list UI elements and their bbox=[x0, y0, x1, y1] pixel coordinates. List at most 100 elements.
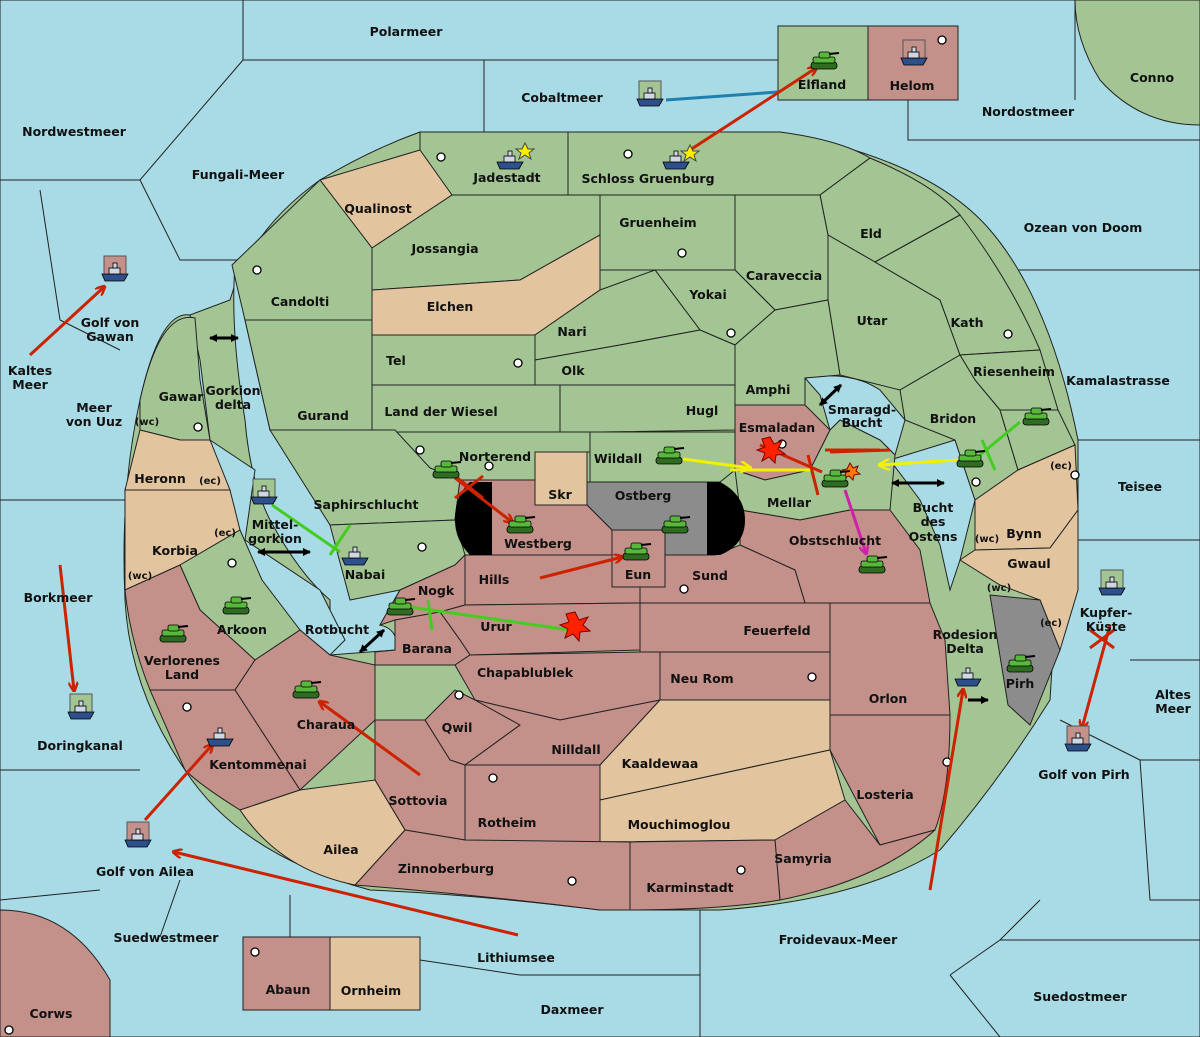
army-icon[interactable] bbox=[222, 596, 252, 615]
army-icon[interactable] bbox=[159, 624, 189, 643]
fleet-icon[interactable] bbox=[1064, 732, 1092, 752]
fleet-icon[interactable] bbox=[636, 87, 664, 107]
province-rotheim[interactable] bbox=[464, 764, 601, 843]
army-icon[interactable] bbox=[386, 597, 416, 616]
army-icon[interactable] bbox=[292, 680, 322, 699]
province-label: Amphi bbox=[746, 382, 791, 397]
province-heronn[interactable] bbox=[124, 429, 231, 491]
sea-label: Meer bbox=[76, 400, 112, 415]
army-icon[interactable] bbox=[956, 449, 986, 468]
province-label: Arkoon bbox=[217, 622, 267, 637]
province-gwaul[interactable] bbox=[959, 508, 1079, 652]
province-label: Hugl bbox=[686, 403, 719, 418]
coast-label: (wc) bbox=[128, 571, 152, 582]
province-label: Skr bbox=[548, 487, 572, 502]
army-icon[interactable] bbox=[506, 515, 536, 534]
province-urur[interactable] bbox=[439, 602, 641, 656]
province-ailea[interactable] bbox=[239, 779, 406, 886]
explosion-icon bbox=[840, 461, 862, 482]
sea-label: Kamalastrasse bbox=[1066, 373, 1170, 388]
province-label: Sottovia bbox=[389, 793, 448, 808]
province-label: Jossangia bbox=[410, 241, 478, 256]
province-label: Feuerfeld bbox=[743, 623, 810, 638]
supply-centres bbox=[4, 35, 1080, 1035]
sea-label: Borkmeer bbox=[24, 590, 94, 605]
province-label: Kaaldewaa bbox=[622, 756, 699, 771]
fleet-unit[interactable] bbox=[1064, 725, 1092, 752]
province-label: Losteria bbox=[856, 787, 913, 802]
province-zinnoberburg[interactable] bbox=[353, 829, 631, 911]
province-orlon[interactable] bbox=[829, 602, 951, 716]
army-icon[interactable] bbox=[858, 555, 888, 574]
army-icon[interactable] bbox=[622, 542, 652, 561]
province-label: Kentommenai bbox=[209, 757, 307, 772]
army-icon[interactable] bbox=[661, 515, 691, 534]
army-icon[interactable] bbox=[821, 469, 851, 488]
province-gruenheim[interactable] bbox=[599, 194, 736, 271]
fleet-icon[interactable] bbox=[900, 46, 928, 66]
province-label: Nari bbox=[557, 324, 586, 339]
province-label: Saphirschlucht bbox=[314, 497, 419, 512]
province-candolti[interactable] bbox=[231, 179, 373, 321]
army-icon[interactable] bbox=[810, 51, 840, 70]
sea-label: Kaltes bbox=[8, 363, 52, 378]
province-label: Gurand bbox=[297, 408, 349, 423]
fleet-icon[interactable] bbox=[250, 485, 278, 505]
fleet-icon[interactable] bbox=[954, 667, 982, 687]
province-karminstadt[interactable] bbox=[629, 839, 781, 911]
province-label: Nogk bbox=[418, 583, 455, 598]
army-icon[interactable] bbox=[432, 460, 462, 479]
fleet-unit[interactable] bbox=[67, 693, 95, 720]
province-conno[interactable] bbox=[1074, 0, 1200, 126]
sea-label: Kupfer- bbox=[1080, 605, 1133, 620]
fleet-icon[interactable] bbox=[124, 828, 152, 848]
province-corws[interactable] bbox=[0, 909, 111, 1037]
sea-label: Smaragd- bbox=[828, 402, 896, 417]
fleet-icon[interactable] bbox=[1098, 576, 1126, 596]
sea-label: Gawan bbox=[86, 329, 134, 344]
fleet-icon[interactable] bbox=[67, 700, 95, 720]
coast-label: (ec) bbox=[199, 476, 221, 487]
province-label: Samyria bbox=[774, 851, 832, 866]
province-label: Abaun bbox=[266, 982, 311, 997]
province-label: Westberg bbox=[504, 536, 572, 551]
fleet-icon[interactable] bbox=[496, 150, 524, 170]
sea-label: Froidevaux-Meer bbox=[779, 932, 898, 947]
sea-label: Doringkanal bbox=[37, 738, 123, 753]
sea-label: Bucht bbox=[842, 415, 883, 430]
fleet-unit[interactable] bbox=[124, 821, 152, 848]
sea-label: Nordwestmeer bbox=[22, 124, 127, 139]
army-icon[interactable] bbox=[1006, 654, 1036, 673]
province-ornheim[interactable] bbox=[329, 936, 421, 1011]
province-label: Zinnoberburg bbox=[398, 861, 494, 876]
fleet-unit[interactable] bbox=[900, 39, 928, 66]
sea-label: delta bbox=[215, 397, 251, 412]
battle-markers bbox=[514, 141, 862, 643]
province-hugl[interactable] bbox=[559, 384, 736, 433]
province-label: Ornheim bbox=[341, 983, 401, 998]
fleet-icon[interactable] bbox=[101, 262, 129, 282]
province-label: Mellar bbox=[767, 495, 812, 510]
army-icon[interactable] bbox=[655, 446, 685, 465]
sea-label: Mittel- bbox=[252, 517, 299, 532]
explosion-icon bbox=[558, 611, 592, 643]
province-label: Eun bbox=[625, 567, 651, 582]
province-label: Elchen bbox=[427, 299, 474, 314]
fleet-unit[interactable] bbox=[1098, 569, 1126, 596]
fleet-unit[interactable] bbox=[101, 255, 129, 282]
province-label: Helom bbox=[890, 78, 935, 93]
coast-labels: (wc)(ec)(ec)(wc)(ec)(wc)(wc)(ec) bbox=[128, 417, 1072, 629]
fleet-icon[interactable] bbox=[206, 727, 234, 747]
fleet-icon[interactable] bbox=[341, 546, 369, 566]
fleet-icon[interactable] bbox=[662, 150, 690, 170]
province-label: Land der Wiesel bbox=[384, 404, 497, 419]
army-icon[interactable] bbox=[1022, 407, 1052, 426]
fleet-unit[interactable] bbox=[250, 478, 278, 505]
fleet-unit[interactable] bbox=[636, 80, 664, 107]
sea-label: Küste bbox=[1086, 619, 1126, 634]
province-label: Riesenheim bbox=[973, 364, 1055, 379]
province-samyria[interactable] bbox=[774, 799, 936, 901]
coast-label: (ec) bbox=[214, 528, 236, 539]
